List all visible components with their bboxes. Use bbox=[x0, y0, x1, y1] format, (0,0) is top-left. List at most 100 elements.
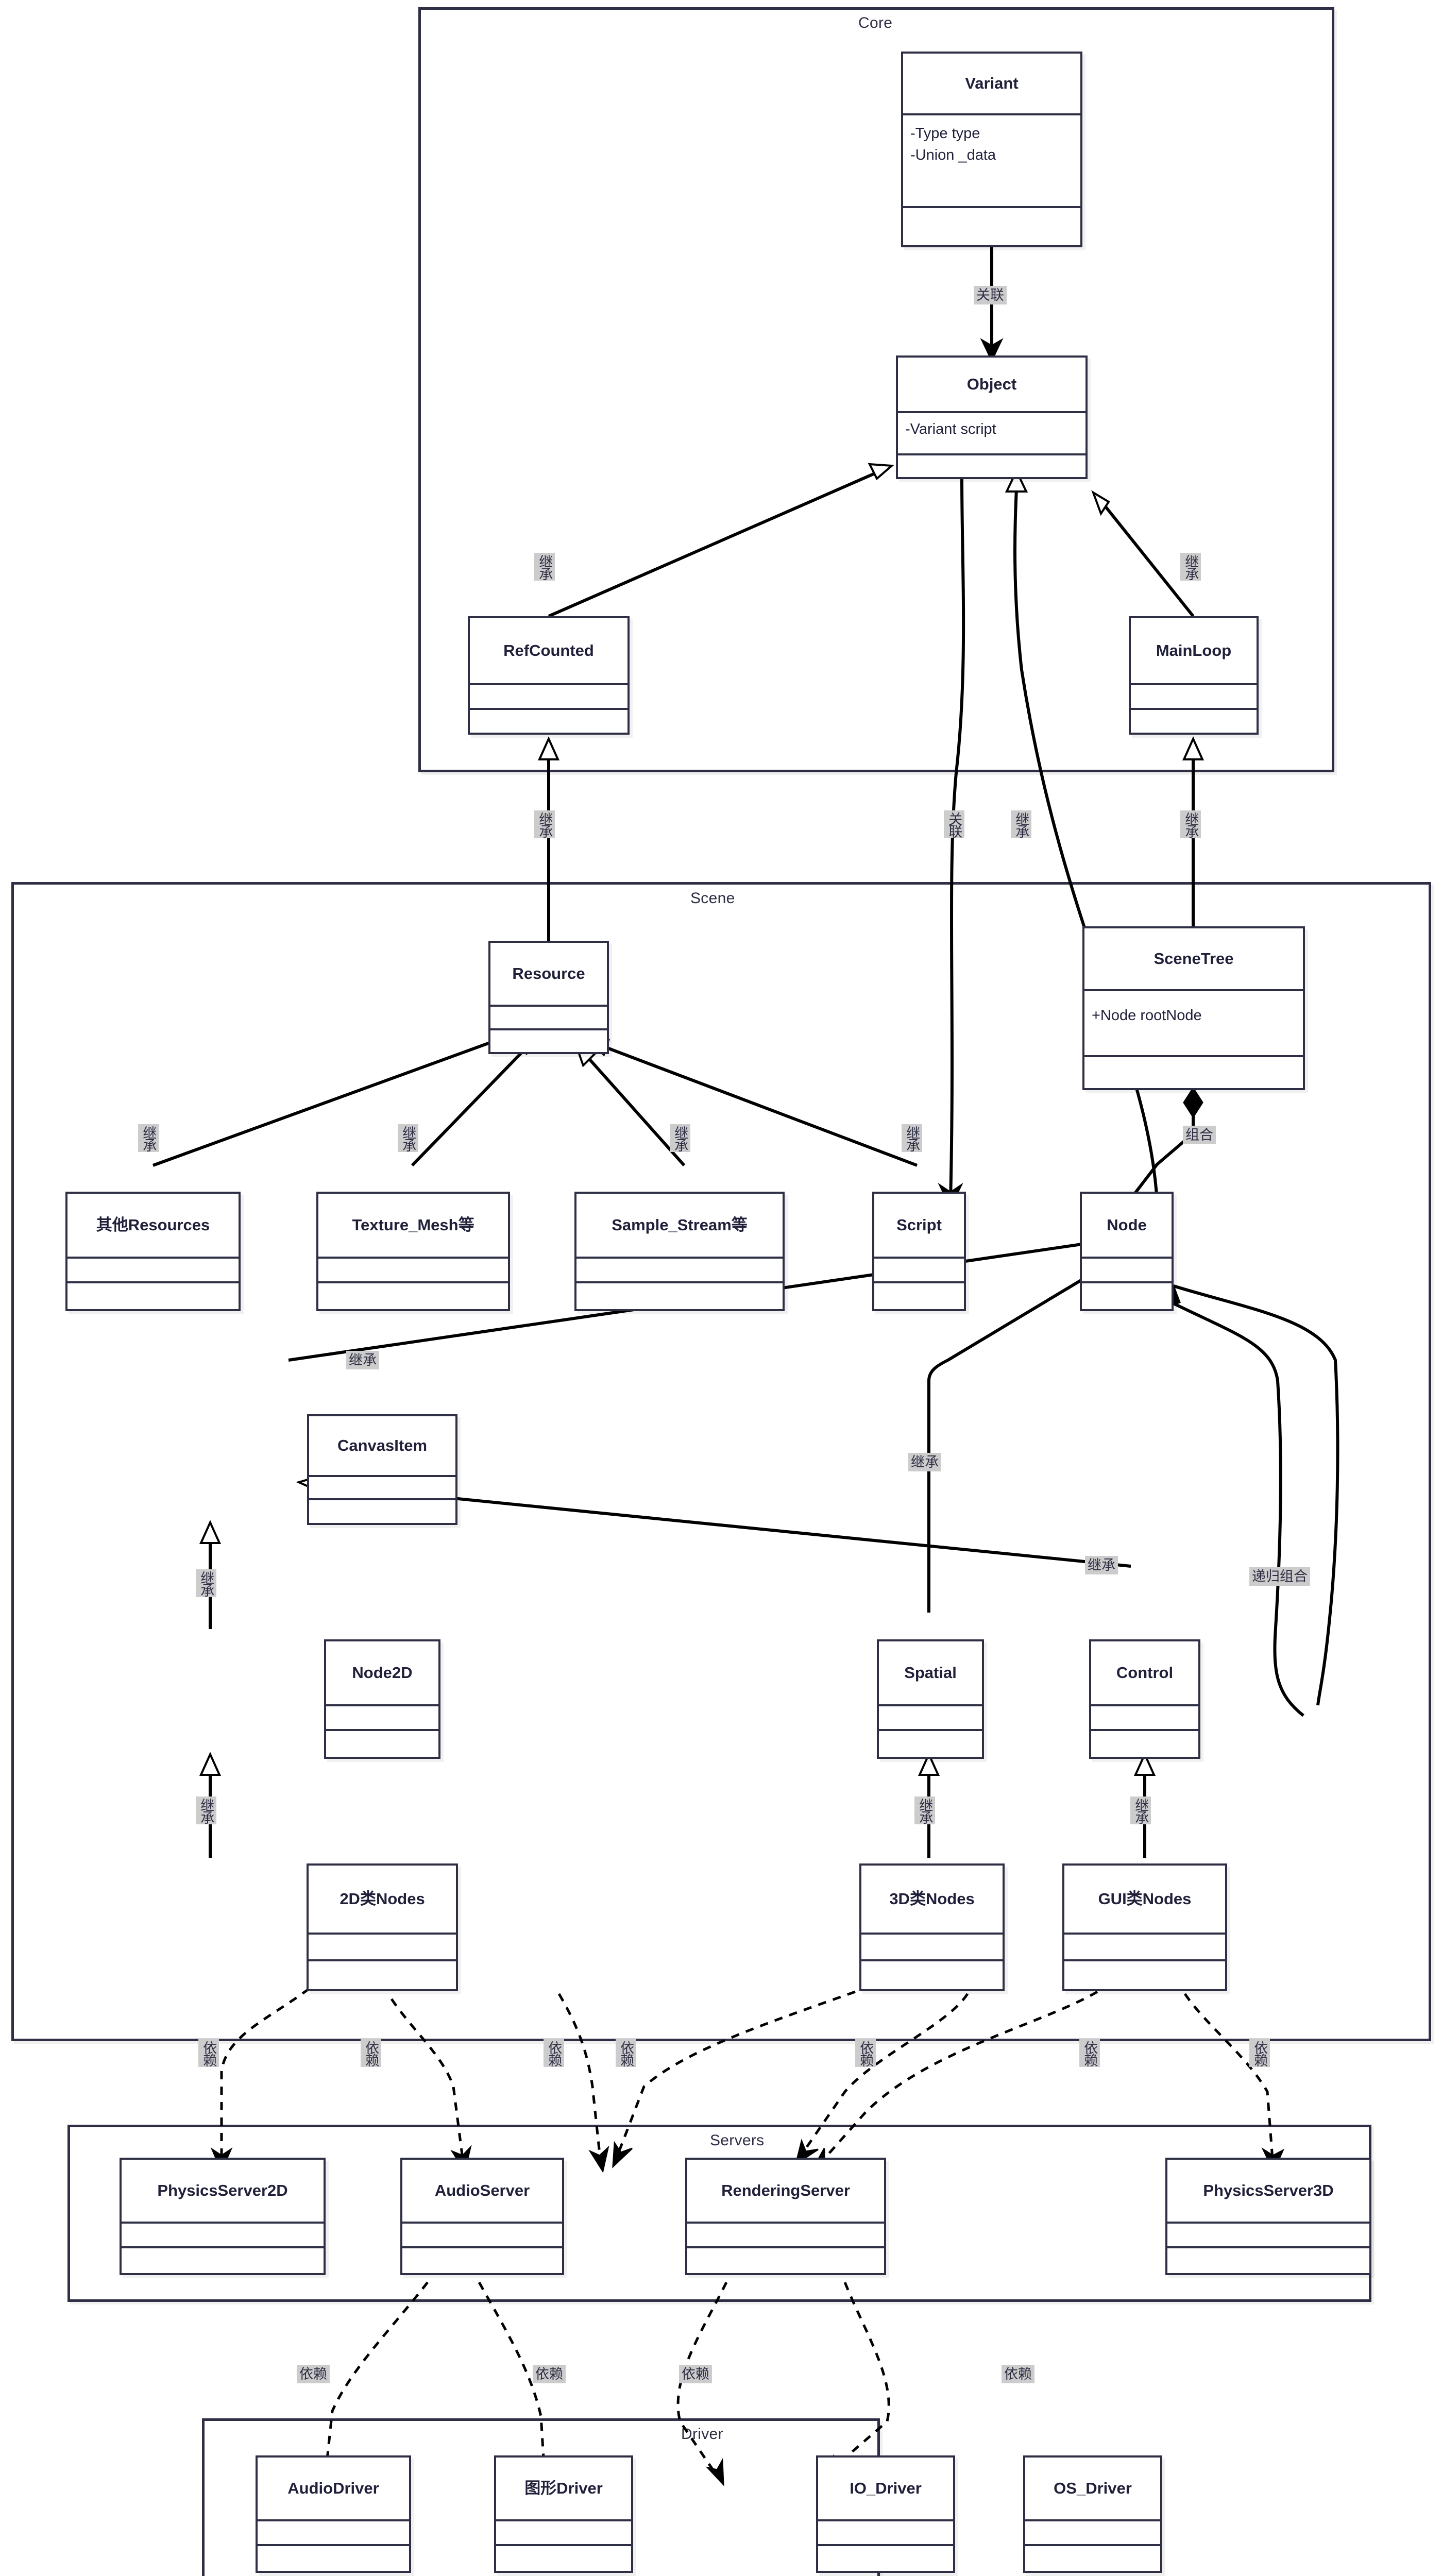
class-name-refcounted: RefCounted bbox=[470, 618, 627, 685]
class-attributes-other-resources bbox=[67, 1259, 239, 1283]
class-name-scenetree: SceneTree bbox=[1084, 928, 1303, 991]
class-box-variant[interactable]: Variant -Type type -Union _data bbox=[901, 52, 1082, 247]
class-attributes-nodes3d bbox=[861, 1935, 1003, 1961]
class-operations-audiodriver bbox=[258, 2546, 409, 2571]
class-box-script[interactable]: Script bbox=[872, 1192, 966, 1311]
package-label-scene: Scene bbox=[690, 890, 735, 907]
class-attributes-os-driver bbox=[1025, 2521, 1160, 2546]
edge-label-nodesgui-control: 继承 bbox=[1130, 1797, 1151, 1824]
edge-label-dependency-4: 依赖 bbox=[616, 2039, 637, 2067]
package-label-servers: Servers bbox=[710, 2132, 765, 2149]
class-name-graphicsdriver: 图形Driver bbox=[496, 2458, 631, 2521]
class-box-io-driver[interactable]: IO_Driver bbox=[816, 2455, 955, 2573]
edge-label-dependency-11: 依赖 bbox=[1002, 2365, 1034, 2384]
class-box-audiodriver[interactable]: AudioDriver bbox=[256, 2455, 411, 2573]
class-operations-graphicsdriver bbox=[496, 2546, 631, 2571]
edge-label-sample-stream-resource: 继承 bbox=[670, 1124, 691, 1152]
class-box-audioserver[interactable]: AudioServer bbox=[400, 2158, 564, 2275]
edge-label-node-node-recursive: 递归组合 bbox=[1249, 1567, 1310, 1586]
class-name-canvasitem: CanvasItem bbox=[309, 1416, 455, 1477]
class-attributes-mainloop bbox=[1131, 685, 1257, 710]
edge-label-nodes2d-node2d: 继承 bbox=[196, 1797, 217, 1824]
edge-label-control-canvasitem: 继承 bbox=[1085, 1556, 1118, 1575]
package-frame-core bbox=[418, 7, 1334, 772]
class-box-node[interactable]: Node bbox=[1080, 1192, 1174, 1311]
edge-label-dependency-9: 依赖 bbox=[533, 2365, 566, 2384]
class-operations-variant bbox=[903, 208, 1080, 245]
class-box-graphicsdriver[interactable]: 图形Driver bbox=[494, 2455, 633, 2573]
class-operations-nodes3d bbox=[861, 1961, 1003, 1989]
edge-label-spatial-node: 继承 bbox=[908, 1453, 941, 1472]
edge-label-node2d-canvasitem: 继承 bbox=[196, 1569, 217, 1597]
class-attributes-nodes2d bbox=[309, 1935, 456, 1961]
class-operations-mainloop bbox=[1131, 710, 1257, 733]
class-box-mainloop[interactable]: MainLoop bbox=[1129, 616, 1259, 735]
class-box-canvasitem[interactable]: CanvasItem bbox=[307, 1414, 457, 1525]
edge-label-mainloop-object: 继承 bbox=[1180, 553, 1201, 581]
edge-label-dependency-6: 依赖 bbox=[1079, 2039, 1100, 2067]
class-name-node2d: Node2D bbox=[326, 1641, 438, 1706]
class-operations-audioserver bbox=[402, 2248, 562, 2273]
class-operations-node bbox=[1082, 1283, 1172, 1309]
class-operations-spatial bbox=[879, 1731, 982, 1757]
class-operations-texture-mesh bbox=[318, 1283, 508, 1309]
class-box-renderingserver[interactable]: RenderingServer bbox=[685, 2158, 886, 2275]
class-attributes-physicsserver3d bbox=[1167, 2224, 1369, 2248]
class-attributes-graphicsdriver bbox=[496, 2521, 631, 2546]
class-name-physicsserver2d: PhysicsServer2D bbox=[122, 2160, 324, 2224]
edge-label-texture-mesh-resource: 继承 bbox=[398, 1124, 419, 1152]
class-operations-io-driver bbox=[818, 2546, 953, 2571]
class-box-spatial[interactable]: Spatial bbox=[877, 1639, 984, 1759]
edge-label-other-resources-resource: 继承 bbox=[138, 1124, 159, 1152]
class-box-physicsserver2d[interactable]: PhysicsServer2D bbox=[120, 2158, 326, 2275]
class-box-other-resources[interactable]: 其他Resources bbox=[65, 1192, 241, 1311]
class-attributes-variant: -Type type -Union _data bbox=[903, 115, 1080, 208]
package-label-driver: Driver bbox=[681, 2426, 723, 2443]
class-box-object[interactable]: Object -Variant script bbox=[896, 355, 1088, 479]
class-box-resource[interactable]: Resource bbox=[488, 941, 609, 1054]
class-name-control: Control bbox=[1091, 1641, 1198, 1706]
class-name-node: Node bbox=[1082, 1194, 1172, 1259]
class-box-control[interactable]: Control bbox=[1089, 1639, 1200, 1759]
class-name-nodes3d: 3D类Nodes bbox=[861, 1866, 1003, 1935]
edge-label-resource-refcounted: 继承 bbox=[534, 810, 555, 838]
class-attributes-node bbox=[1082, 1259, 1172, 1283]
class-attributes-node2d bbox=[326, 1706, 438, 1731]
class-box-nodes3d[interactable]: 3D类Nodes bbox=[859, 1863, 1005, 1991]
class-name-renderingserver: RenderingServer bbox=[687, 2160, 884, 2224]
class-attributes-resource bbox=[490, 1007, 607, 1030]
class-attributes-canvasitem bbox=[309, 1477, 455, 1500]
class-box-node2d[interactable]: Node2D bbox=[324, 1639, 440, 1759]
edge-label-scenetree-mainloop: 继承 bbox=[1180, 810, 1201, 838]
edge-label-nodes3d-spatial: 继承 bbox=[914, 1797, 936, 1824]
edge-label-dependency-5: 依赖 bbox=[855, 2039, 876, 2067]
class-box-texture-mesh[interactable]: Texture_Mesh等 bbox=[316, 1192, 510, 1311]
class-attributes-object: -Variant script bbox=[898, 413, 1085, 455]
class-attributes-control bbox=[1091, 1706, 1198, 1731]
edge-label-variant-object: 关联 bbox=[974, 286, 1007, 305]
class-box-refcounted[interactable]: RefCounted bbox=[468, 616, 630, 735]
class-name-audioserver: AudioServer bbox=[402, 2160, 562, 2224]
class-operations-nodes2d bbox=[309, 1961, 456, 1989]
class-operations-physicsserver3d bbox=[1167, 2248, 1369, 2273]
class-box-sample-stream[interactable]: Sample_Stream等 bbox=[574, 1192, 785, 1311]
class-box-nodesgui[interactable]: GUI类Nodes bbox=[1062, 1863, 1227, 1991]
class-operations-object bbox=[898, 455, 1085, 477]
class-name-variant: Variant bbox=[903, 54, 1080, 115]
class-name-object: Object bbox=[898, 358, 1085, 413]
class-attributes-texture-mesh bbox=[318, 1259, 508, 1283]
class-operations-node2d bbox=[326, 1731, 438, 1757]
class-box-physicsserver3d[interactable]: PhysicsServer3D bbox=[1165, 2158, 1371, 2275]
edge-label-dependency-7: 依赖 bbox=[1249, 2039, 1270, 2067]
class-name-physicsserver3d: PhysicsServer3D bbox=[1167, 2160, 1369, 2224]
class-operations-resource bbox=[490, 1030, 607, 1052]
class-attributes-renderingserver bbox=[687, 2224, 884, 2248]
package-label-core: Core bbox=[858, 14, 893, 31]
class-box-nodes2d[interactable]: 2D类Nodes bbox=[307, 1863, 458, 1991]
class-name-other-resources: 其他Resources bbox=[67, 1194, 239, 1259]
class-operations-control bbox=[1091, 1731, 1198, 1757]
class-box-os-driver[interactable]: OS_Driver bbox=[1023, 2455, 1162, 2573]
class-operations-refcounted bbox=[470, 710, 627, 733]
class-box-scenetree[interactable]: SceneTree +Node rootNode bbox=[1082, 926, 1305, 1090]
